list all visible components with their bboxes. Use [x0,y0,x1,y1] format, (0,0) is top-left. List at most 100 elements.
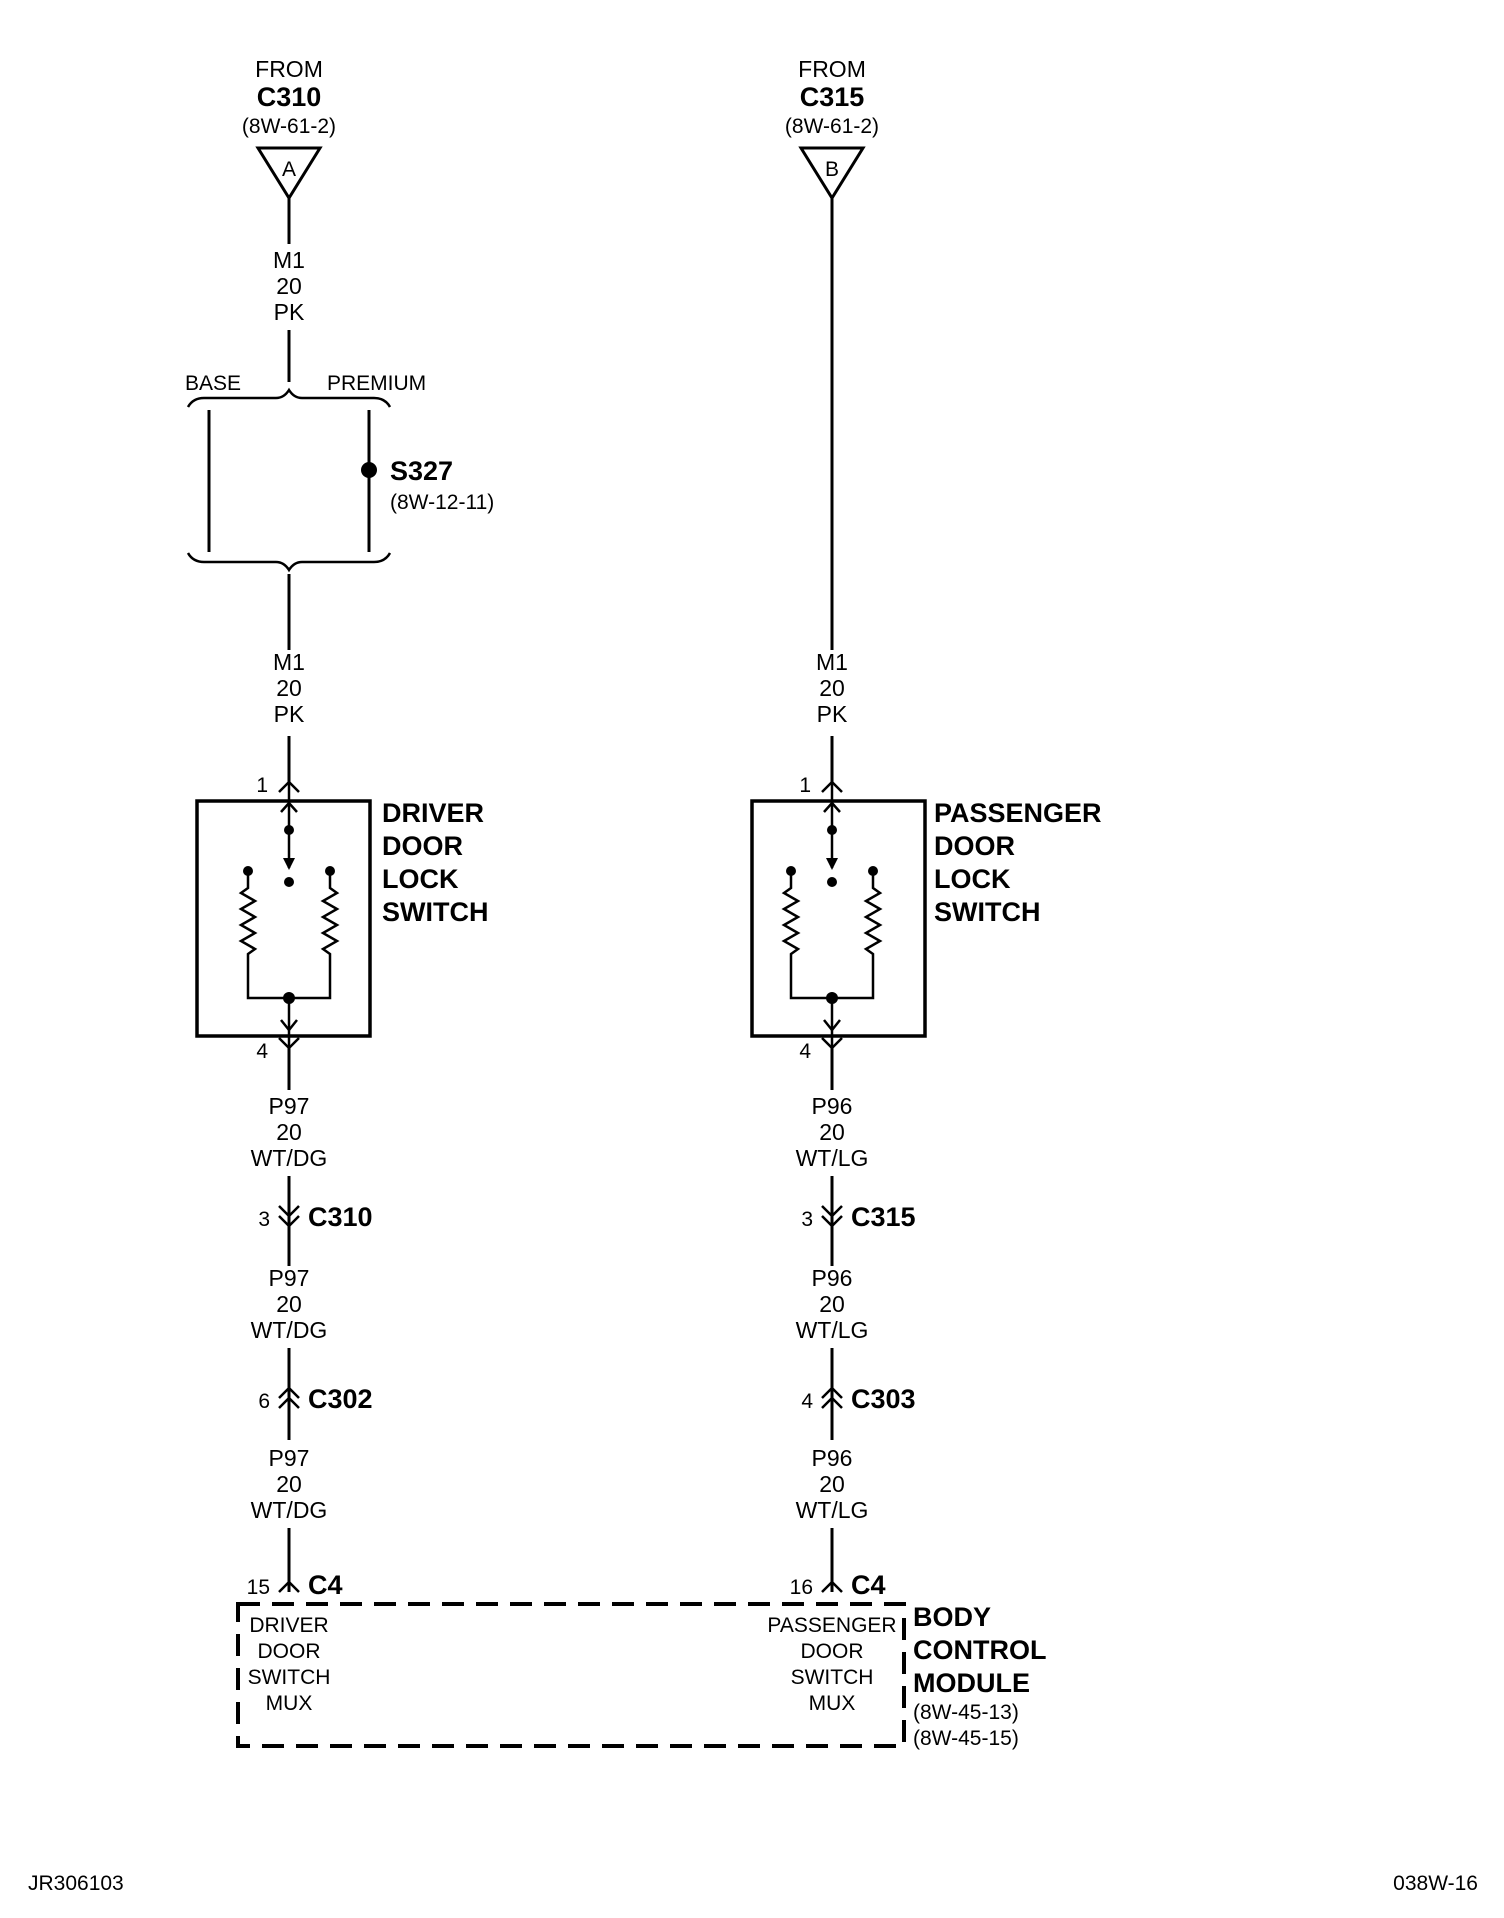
connector-name: C315 [851,1202,916,1232]
splice-ref: (8W-12-11) [390,491,494,514]
splice-s327: S327 (8W-12-11) [361,456,494,514]
connector-name: C310 [308,1202,373,1232]
bcm-right-line-1: PASSENGER [767,1614,896,1637]
bcm-dashed-outline [236,1602,906,1748]
left-source-ref: (8W-61-2) [242,115,336,138]
pin-number: 4 [801,1390,813,1413]
wire-circuit: M1 [273,649,305,675]
right-source-connector: FROM C315 (8W-61-2) B [785,56,879,201]
splice-dot [361,462,377,478]
wire-circuit: P96 [812,1445,853,1471]
pin-number: 3 [258,1208,270,1231]
right-wire-label-2: P96 20 WT/LG [796,1265,869,1343]
wire-circuit: P97 [269,1445,310,1471]
passenger-door-lock-switch: 1 4 PASSENGER DOOR LOCK SWITCH [750,774,1102,1063]
left-source-triangle [255,146,323,201]
bcm-right-line-2: DOOR [801,1640,864,1663]
switch-label-2: DOOR [382,831,463,861]
left-wire-label-2: P97 20 WT/DG [251,1265,328,1343]
arrow-down [280,1019,298,1033]
wire-gauge: 20 [276,675,302,701]
wire-circuit: P97 [269,1265,310,1291]
resistor-network [238,871,340,1000]
left-source-letter: A [282,158,296,181]
wire-color: WT/LG [796,1497,869,1523]
pin-number: 16 [790,1576,813,1599]
wire-gauge: 20 [276,1119,302,1145]
wire-color: WT/DG [251,1497,328,1523]
right-source-ref: (8W-61-2) [785,115,879,138]
option-premium-label: PREMIUM [327,372,426,395]
option-bracket: BASE PREMIUM [185,372,426,573]
bcm-ref-2: (8W-45-15) [913,1727,1019,1750]
bcm-title-3: MODULE [913,1668,1030,1698]
switch-label-3: LOCK [934,864,1011,894]
arrow-up [823,801,841,813]
wire-gauge: 20 [276,273,302,299]
left-from-label: FROM [255,56,323,82]
driver-door-lock-switch: 1 4 DRIVER DOOR LOCK SWITCH [195,774,488,1063]
option-top-brace [186,387,392,408]
wire-color: WT/DG [251,1145,328,1171]
wire-circuit: P96 [812,1265,853,1291]
pin-number: 6 [258,1390,270,1413]
left-wire-label-1: P97 20 WT/DG [251,1093,328,1171]
switch-body [195,799,372,1038]
connector-name: C4 [851,1570,886,1600]
left-source-name: C310 [257,82,322,112]
wire-circuit: M1 [816,649,848,675]
switch-label-1: PASSENGER [934,798,1102,828]
switch-body [750,799,927,1038]
bcm-right-line-4: MUX [809,1692,856,1715]
wire-gauge: 20 [276,1471,302,1497]
inline-connector-c302: 6 C302 [258,1384,372,1414]
resistor-network [781,871,883,1000]
left-wire-label-mid: M1 20 PK [273,649,305,727]
pin-number: 4 [256,1040,268,1063]
wire-gauge: 20 [819,1471,845,1497]
connector-chevrons [278,1205,300,1228]
wire-gauge: 20 [819,1119,845,1145]
wire-gauge: 20 [819,1291,845,1317]
switch-label-4: SWITCH [382,897,488,927]
connector-name: C302 [308,1384,373,1414]
connector-name: C303 [851,1384,916,1414]
pin-terminal [821,1580,843,1593]
left-wire-label-3: P97 20 WT/DG [251,1445,328,1523]
bcm-left-line-4: MUX [266,1692,313,1715]
wire-color: WT/LG [796,1145,869,1171]
wire-color: WT/LG [796,1317,869,1343]
connector-chevrons [278,1386,300,1409]
right-wire-label-1: P96 20 WT/LG [796,1093,869,1171]
bcm-title-2: CONTROL [913,1635,1046,1665]
pin-number: 1 [256,774,268,797]
bcm-title-1: BODY [913,1602,991,1632]
right-wire-label-mid: M1 20 PK [816,649,848,727]
connector-name: C4 [308,1570,343,1600]
switch-label-4: SWITCH [934,897,1040,927]
inline-connector-c310: 3 C310 [258,1202,372,1232]
switch-label-3: LOCK [382,864,459,894]
wire-color: WT/DG [251,1317,328,1343]
bcm-left-line-3: SWITCH [248,1666,331,1689]
right-source-name: C315 [800,82,865,112]
wire-gauge: 20 [276,1291,302,1317]
inline-connector-c303: 4 C303 [801,1384,915,1414]
body-control-module: DRIVER DOOR SWITCH MUX PASSENGER DOOR SW… [236,1602,1046,1750]
switch-label-2: DOOR [934,831,1015,861]
wire-circuit: M1 [273,247,305,273]
blade-arrow [826,858,838,870]
bcm-right-line-3: SWITCH [791,1666,874,1689]
contact-dot [284,877,294,887]
bcm-pin-16: 16 C4 [790,1570,886,1600]
wire-color: PK [817,701,848,727]
left-source-connector: FROM C310 (8W-61-2) A [242,56,336,201]
pin-number: 3 [801,1208,813,1231]
arrow-up [280,801,298,813]
bcm-pin-15: 15 C4 [247,1570,343,1600]
splice-name: S327 [390,456,453,486]
wire-color: PK [274,299,305,325]
bcm-left-line-1: DRIVER [249,1614,328,1637]
bcm-ref-1: (8W-45-13) [913,1701,1019,1724]
